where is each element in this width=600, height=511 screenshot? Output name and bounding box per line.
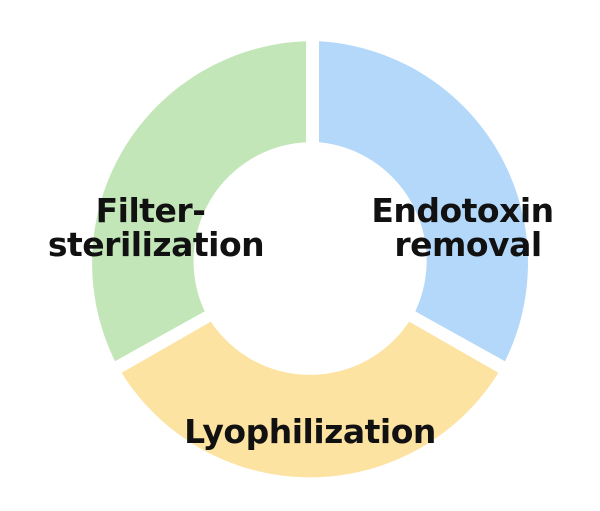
label-lyophilization-line-1: Lyophilization (184, 412, 436, 451)
label-endotoxin-line-2: removal (394, 225, 541, 264)
segment-endotoxin-removal (319, 41, 528, 362)
segment-lyophilization (121, 321, 499, 478)
label-filter-line-2: sterilization (48, 225, 264, 264)
label-endotoxin-removal: Endotoxin removal (371, 191, 564, 264)
label-endotoxin-line-1: Endotoxin (371, 191, 553, 230)
label-filter-line-1: Filter- (96, 191, 206, 230)
label-filter-sterilization: Filter- sterilization (48, 191, 264, 264)
segment-filter-sterilization (92, 41, 306, 362)
label-lyophilization: Lyophilization (184, 412, 436, 451)
